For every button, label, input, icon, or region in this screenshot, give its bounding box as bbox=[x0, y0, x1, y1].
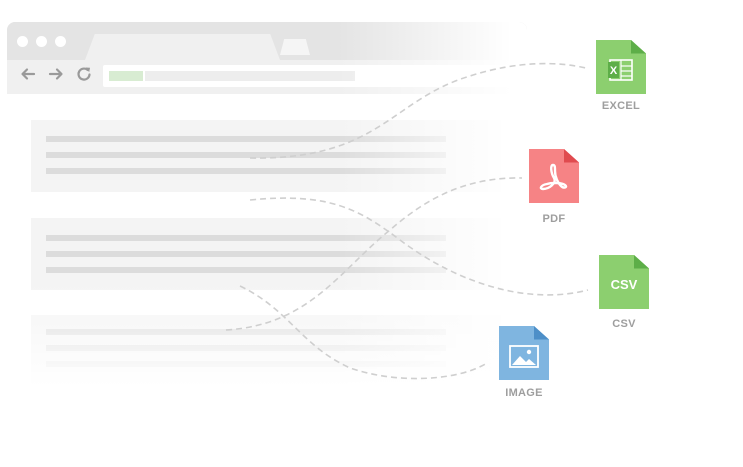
csv-label: CSV bbox=[612, 318, 636, 330]
image-file-icon[interactable] bbox=[499, 326, 549, 380]
image-label: IMAGE bbox=[505, 387, 543, 399]
csv-file-fold bbox=[634, 255, 649, 269]
picture-glyph-icon bbox=[509, 345, 539, 368]
forward-arrow-icon[interactable] bbox=[47, 65, 65, 83]
pdf-label: PDF bbox=[542, 213, 566, 225]
fade-overlay-bottom bbox=[7, 282, 527, 392]
new-tab-button[interactable] bbox=[280, 39, 310, 55]
browser-window bbox=[7, 22, 527, 392]
text-line bbox=[46, 267, 446, 273]
excel-label: EXCEL bbox=[601, 100, 641, 112]
text-line bbox=[46, 168, 446, 174]
excel-glyph-icon: X bbox=[608, 59, 633, 81]
csv-icon-text: CSV bbox=[610, 277, 638, 292]
text-line bbox=[46, 235, 446, 241]
back-arrow-icon[interactable] bbox=[19, 65, 37, 83]
text-line bbox=[46, 251, 446, 257]
connector-pdf bbox=[225, 177, 523, 331]
window-close-dot[interactable] bbox=[17, 36, 28, 47]
connector-csv bbox=[249, 197, 589, 296]
window-maximize-dot[interactable] bbox=[55, 36, 66, 47]
text-line bbox=[46, 136, 446, 142]
svg-text:X: X bbox=[610, 65, 618, 77]
connector-excel bbox=[249, 62, 587, 159]
acrobat-glyph-icon bbox=[539, 163, 568, 191]
csv-file-icon[interactable]: CSV bbox=[599, 255, 649, 309]
address-url-placeholder bbox=[145, 71, 355, 81]
text-line bbox=[46, 152, 446, 158]
window-minimize-dot[interactable] bbox=[36, 36, 47, 47]
connector-image bbox=[239, 285, 488, 380]
secure-indicator bbox=[109, 71, 143, 81]
refresh-icon[interactable] bbox=[75, 65, 93, 83]
excel-file-icon[interactable]: X bbox=[596, 40, 646, 94]
browser-tab[interactable] bbox=[85, 34, 280, 60]
pdf-file-icon[interactable] bbox=[529, 149, 579, 203]
